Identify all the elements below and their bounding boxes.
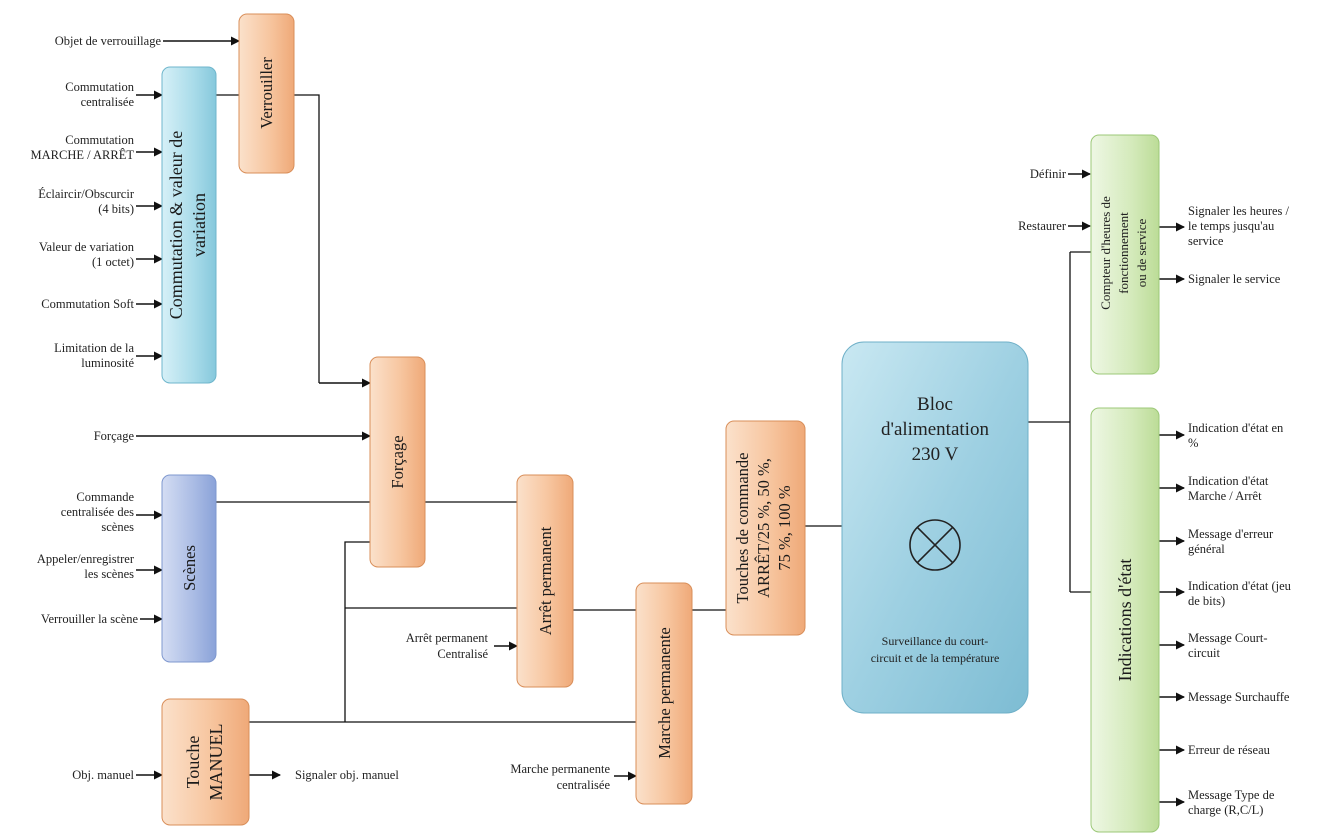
input-marche-centralisee-1: Marche permanente (510, 762, 610, 776)
input-arret-centralise-2: Centralisé (437, 647, 488, 661)
block-scenes-label: Scènes (180, 545, 199, 591)
output-ind-pct-1: Indication d'état en (1188, 421, 1284, 435)
input-definir: Définir (1030, 167, 1067, 181)
block-touches-label-3: 75 %, 100 % (775, 485, 794, 570)
block-compteur-label-2: fonctionnement (1116, 212, 1131, 294)
lamp-icon (909, 519, 961, 571)
input-commutation-marche-2: MARCHE / ARRÊT (31, 148, 135, 162)
input-commande-scenes-3: scènes (101, 520, 134, 534)
input-commande-scenes-1: Commande (76, 490, 134, 504)
block-verrouiller: Verrouiller (238, 13, 295, 174)
input-marche-centralisee-2: centralisée (557, 778, 611, 792)
input-commutation-centralisee-1: Commutation (65, 80, 135, 94)
block-touches-label-1: Touches de commande (733, 453, 752, 604)
input-commande-scenes-2: centralisée des (61, 505, 134, 519)
input-valeur-variation-1: Valeur de variation (39, 240, 135, 254)
block-scenes: Scènes (161, 474, 217, 663)
input-verrouiller-scene: Verrouiller la scène (41, 612, 139, 626)
input-eclaircir-2: (4 bits) (98, 202, 134, 216)
output-ind-pct-2: % (1188, 436, 1198, 450)
block-touches-commande: Touches de commande ARRÊT/25 %, 50 %, 75… (725, 420, 806, 636)
output-signaler-heures-2: le temps jusqu'au (1188, 219, 1275, 233)
output-msg-erreur-1: Message d'erreur (1188, 527, 1274, 541)
block-indications: Indications d'état (1090, 407, 1160, 833)
block-touche-label-1: Touche (183, 736, 203, 789)
block-indications-label: Indications d'état (1115, 559, 1135, 682)
block-compteur-label-1: Compteur d'heures de (1098, 196, 1113, 310)
input-forcage: Forçage (94, 429, 135, 443)
bloc-title-1: Bloc (917, 394, 953, 415)
bloc-note-2: circuit et de la température (871, 651, 1000, 665)
bloc-title-2: d'alimentation (881, 419, 989, 440)
output-ind-bits-1: Indication d'état (jeu (1188, 579, 1292, 593)
block-commutation-label-2: variation (189, 193, 209, 257)
input-limitation-2: luminosité (81, 356, 134, 370)
block-touche-label-2: MANUEL (206, 724, 226, 801)
block-touches-label-2: ARRÊT/25 %, 50 %, (754, 458, 773, 598)
input-labels: Objet de verrouillage Commutation centra… (31, 34, 1067, 792)
connections (216, 94, 1091, 723)
input-objet-verrouillage: Objet de verrouillage (55, 34, 162, 48)
block-touche-manuel: Touche MANUEL (161, 698, 250, 826)
input-valeur-variation-2: (1 octet) (92, 255, 134, 269)
input-obj-manuel: Obj. manuel (72, 768, 134, 782)
output-msg-type-2: charge (R,C/L) (1188, 803, 1263, 817)
input-commutation-marche-1: Commutation (65, 133, 135, 147)
bloc-title-3: 230 V (912, 444, 959, 465)
input-appeler-scenes-1: Appeler/enregistrer (37, 552, 135, 566)
block-compteur-label-3: ou de service (1134, 218, 1149, 287)
output-msg-type-1: Message Type de (1188, 788, 1275, 802)
block-marche-permanente-label: Marche permanente (655, 627, 674, 758)
output-msg-surchauffe: Message Surchauffe (1188, 690, 1290, 704)
input-arret-centralise-1: Arrêt permanent (406, 631, 489, 645)
output-ind-marche-1: Indication d'état (1188, 474, 1269, 488)
block-arret-permanent: Arrêt permanent (516, 474, 574, 688)
output-signaler-heures-3: service (1188, 234, 1224, 248)
bloc-note-1: Surveillance du court- (882, 634, 989, 648)
block-verrouiller-label: Verrouiller (257, 57, 276, 129)
output-ind-bits-2: de bits) (1188, 594, 1225, 608)
output-ind-marche-2: Marche / Arrêt (1188, 489, 1262, 503)
output-msg-erreur-2: général (1188, 542, 1225, 556)
output-labels: Signaler obj. manuel Signaler les heures… (295, 204, 1292, 817)
output-erreur-reseau: Erreur de réseau (1188, 743, 1271, 757)
block-marche-permanente: Marche permanente (635, 582, 693, 805)
output-arrows (1159, 222, 1185, 807)
conn-forcage-trunk (344, 541, 370, 722)
output-signaler-manuel: Signaler obj. manuel (295, 768, 399, 782)
block-commutation-label-1: Commutation & valeur de (166, 131, 186, 319)
input-eclaircir-1: Éclaircir/Obscurcir (38, 187, 135, 201)
input-restaurer: Restaurer (1018, 219, 1067, 233)
input-commutation-soft: Commutation Soft (41, 297, 134, 311)
input-limitation-1: Limitation de la (54, 341, 134, 355)
output-msg-court-1: Message Court- (1188, 631, 1268, 645)
input-appeler-scenes-2: les scènes (84, 567, 134, 581)
output-signaler-heures-1: Signaler les heures / (1188, 204, 1290, 218)
block-compteur: Compteur d'heures de fonctionnement ou d… (1090, 134, 1160, 375)
block-forcage: Forçage (369, 356, 426, 568)
block-forcage-label: Forçage (388, 435, 407, 488)
output-msg-court-2: circuit (1188, 646, 1220, 660)
input-commutation-centralisee-2: centralisée (81, 95, 135, 109)
input-arrows (136, 36, 1091, 781)
block-commutation: Commutation & valeur de variation (161, 66, 217, 384)
block-bloc-alimentation: Bloc d'alimentation 230 V Surveillance d… (841, 341, 1029, 714)
block-arret-permanent-label: Arrêt permanent (536, 526, 555, 635)
output-signaler-service: Signaler le service (1188, 272, 1281, 286)
